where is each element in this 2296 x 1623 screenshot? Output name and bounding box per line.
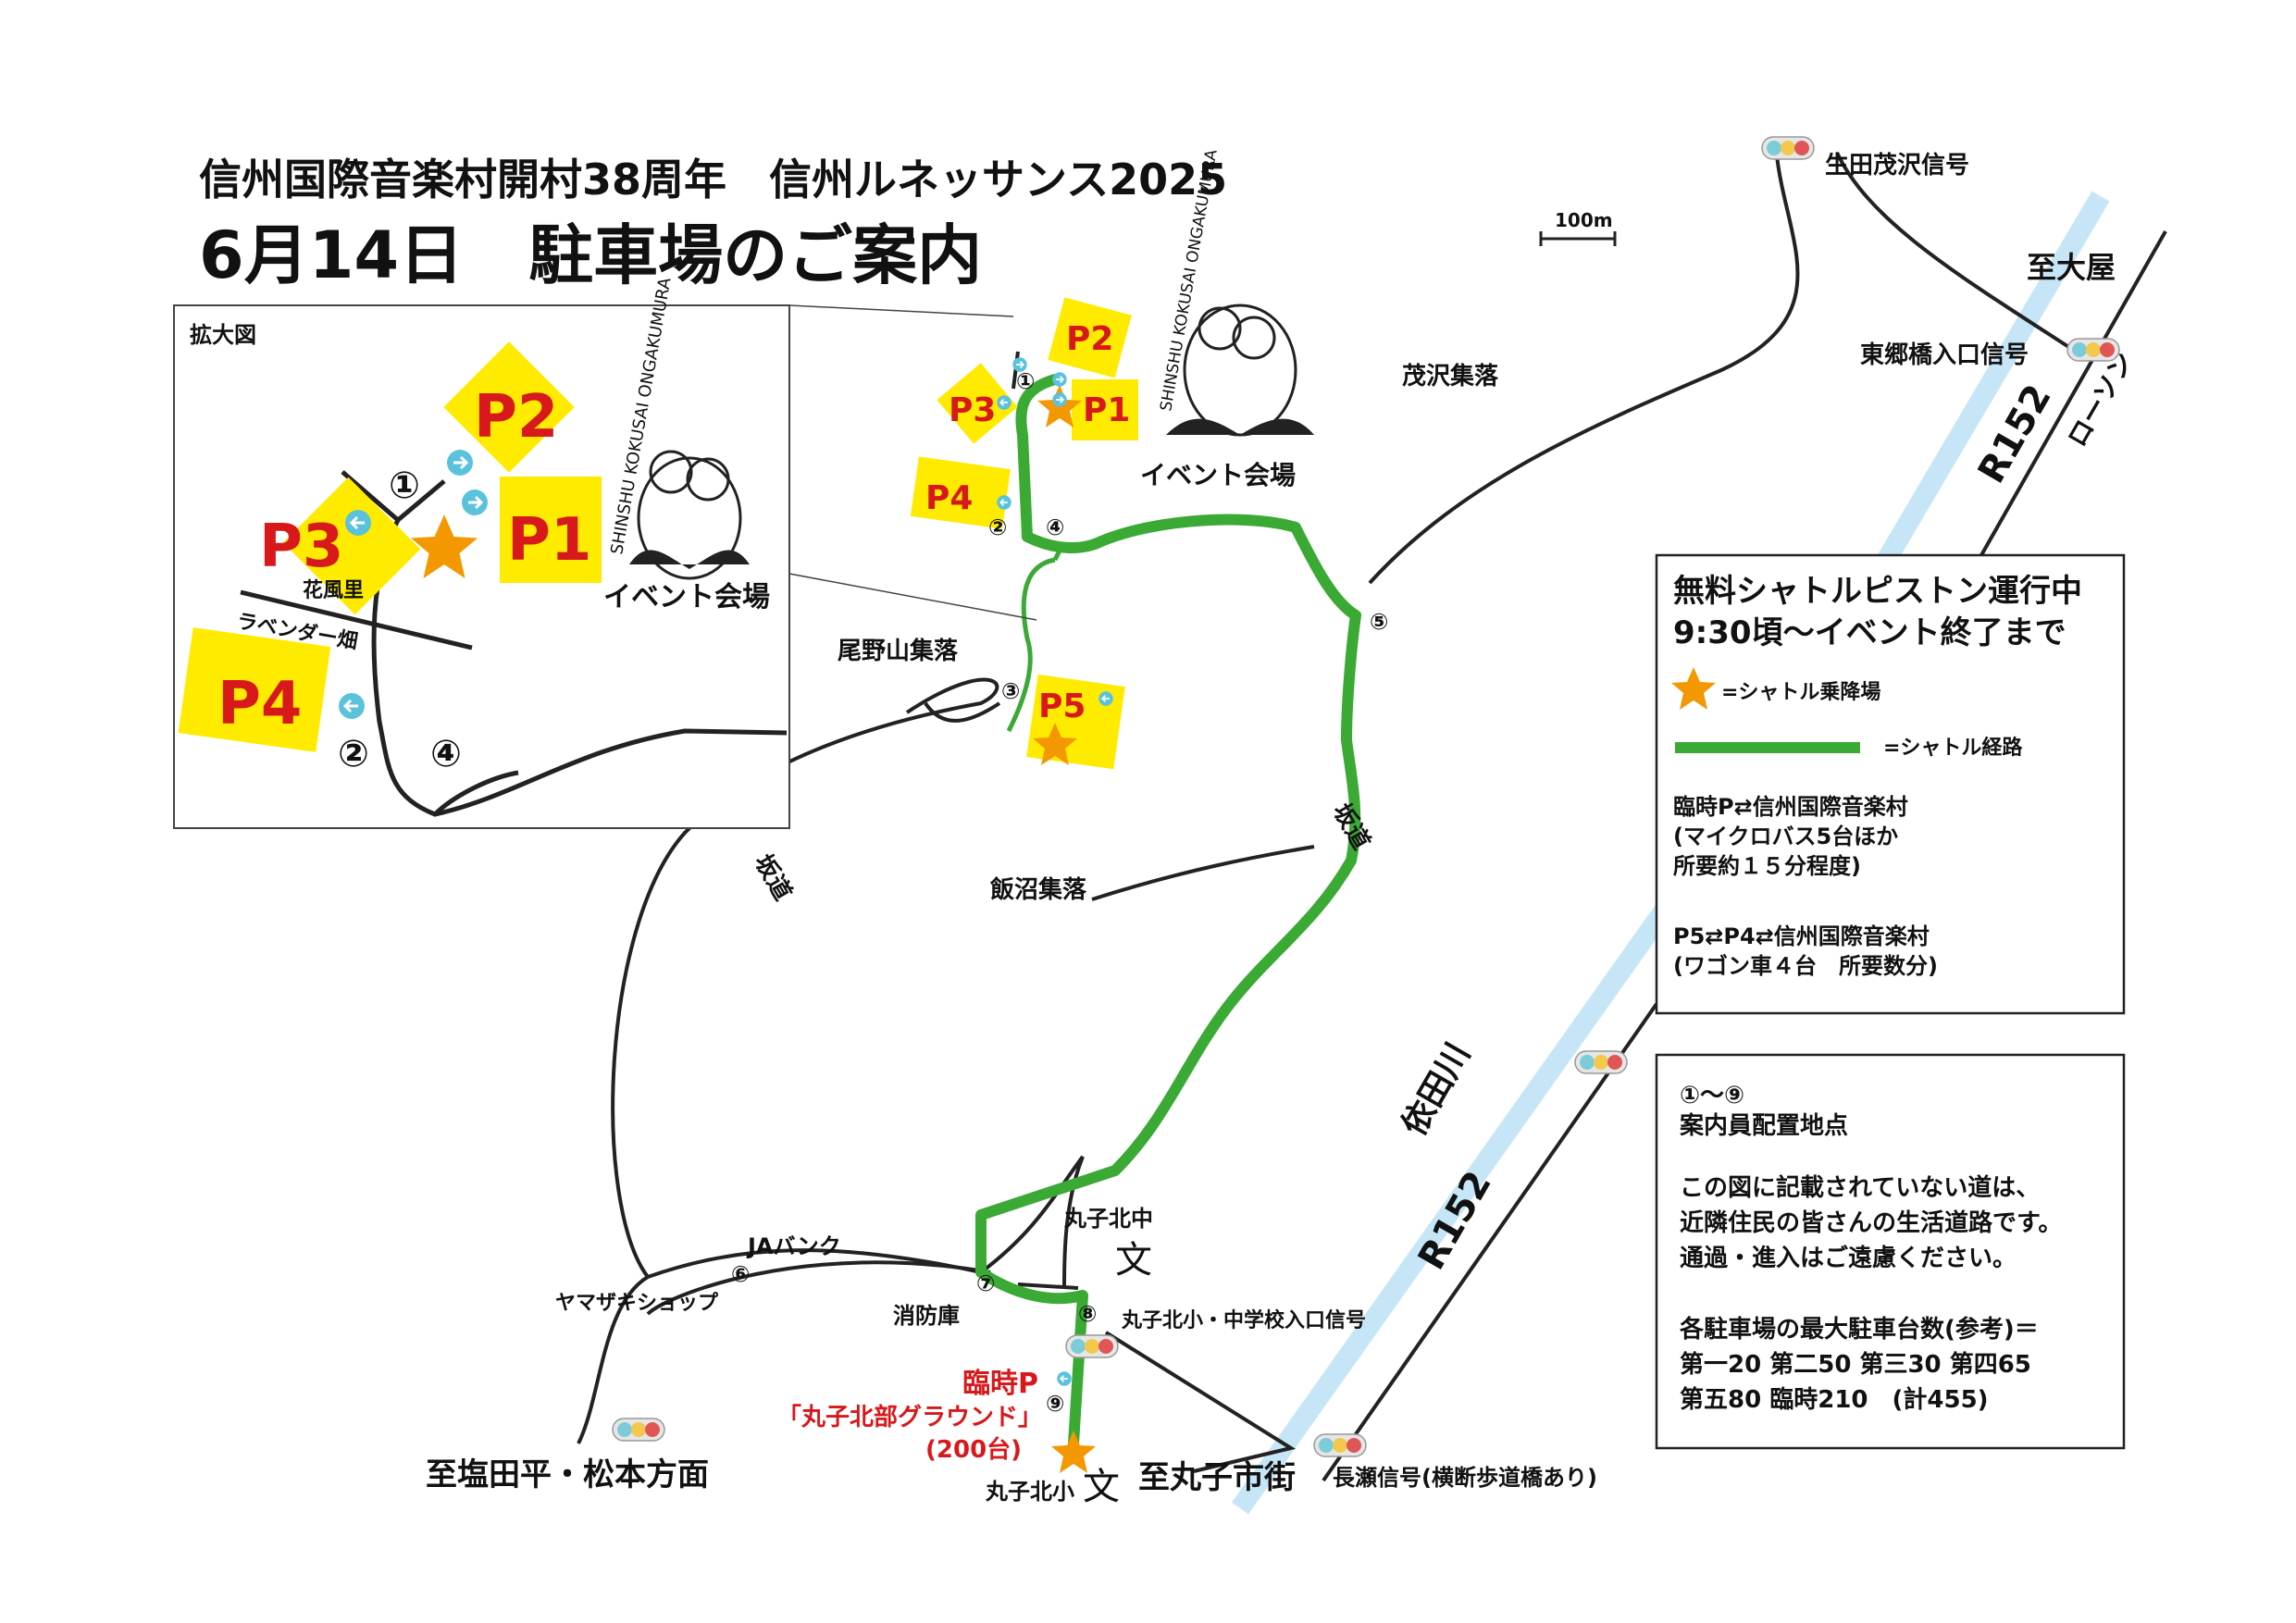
label-nagase: 長瀬信号(横断歩道橋あり) bbox=[1333, 1465, 1597, 1491]
label-to-maruko: 至丸子市街 bbox=[1138, 1459, 1296, 1496]
inset-arrow-p1 bbox=[460, 488, 490, 517]
inset-arrow-p3 bbox=[343, 508, 373, 538]
notes-line-2: 案内員配置地点 bbox=[1679, 1111, 1848, 1140]
notes-line-1: ①〜⑨ bbox=[1680, 1082, 1744, 1109]
scale-bar bbox=[1539, 231, 1617, 246]
legend-line-3: 所要約１５分程度) bbox=[1673, 853, 1861, 879]
cp3: ③ bbox=[1001, 678, 1020, 704]
cp7: ⑦ bbox=[976, 1270, 995, 1296]
signal-nagase-icon bbox=[1313, 1433, 1367, 1457]
legend-route-label: =シャトル経路 bbox=[1883, 736, 2023, 760]
inset-roads bbox=[240, 470, 788, 817]
signal-ikutamozawa-icon bbox=[1761, 136, 1815, 160]
inset-venue-label: イベント会場 bbox=[603, 581, 770, 613]
label-capacity: (200台) bbox=[925, 1435, 1022, 1464]
main-p1: P1 bbox=[1083, 391, 1130, 429]
inset-flower-1: 花風里 bbox=[303, 578, 364, 602]
inset-cp1: ① bbox=[389, 465, 420, 507]
shuttle-route bbox=[975, 374, 1361, 1449]
notes-line-8: 第五80 臨時210 (計455) bbox=[1680, 1385, 1989, 1414]
signal-river-icon bbox=[1574, 1050, 1628, 1074]
cp6: ⑥ bbox=[731, 1261, 750, 1287]
label-maruko-kita-jhs: 丸子北中 bbox=[1063, 1206, 1153, 1232]
inset-p4: P4 bbox=[217, 670, 302, 738]
inset-p2: P2 bbox=[474, 383, 558, 452]
legend-line-1: 臨時P⇄信州国際音楽村 bbox=[1673, 794, 1908, 820]
inset-cp2: ② bbox=[338, 733, 369, 775]
notes-line-6: 各駐車場の最大駐車台数(参考)＝ bbox=[1679, 1315, 2039, 1344]
inset-p1: P1 bbox=[507, 506, 591, 575]
inset-arrow-p4 bbox=[337, 691, 366, 721]
cp9: ⑨ bbox=[1046, 1391, 1064, 1417]
label-lawson: ローソン bbox=[2061, 347, 2140, 452]
shuttle-route-p5 bbox=[1006, 549, 1062, 733]
inset-parking: P2 P1 P3 P4 bbox=[178, 341, 602, 752]
cp1: ① bbox=[1016, 368, 1035, 394]
label-slope-right: 坂道 bbox=[1327, 799, 1376, 855]
label-maruko-kita-es: 丸子北小 bbox=[985, 1479, 1074, 1505]
notes-line-4: 近隣住民の皆さんの生活道路です。 bbox=[1680, 1208, 2062, 1237]
legend-star-label: =シャトル乗降場 bbox=[1721, 681, 1880, 704]
legend-title-1: 無料シャトルピストン運行中 bbox=[1673, 573, 2082, 610]
label-onoyama: 尾野山集落 bbox=[838, 637, 959, 665]
label-school-signal: 丸子北小・中学校入口信号 bbox=[1121, 1308, 1366, 1332]
label-ground: 「丸子北部グラウンド」 bbox=[777, 1403, 1042, 1431]
cp4: ④ bbox=[1046, 514, 1064, 540]
school-mark-jhs: 文 bbox=[1115, 1239, 1152, 1282]
main-p2: P2 bbox=[1066, 320, 1113, 358]
label-slope-left: 坂道 bbox=[749, 849, 798, 906]
legend-title-2: 9:30頃〜イベント終了まで bbox=[1673, 614, 2066, 651]
legend-route-swatch bbox=[1675, 742, 1860, 753]
main-p5: P5 bbox=[1038, 688, 1086, 725]
label-r152-lower: R152 bbox=[1410, 1164, 1500, 1277]
signal-shiodadaira-icon bbox=[612, 1418, 665, 1442]
title-line1: 信州国際音楽村開村38周年 信州ルネッサンス2025 bbox=[199, 155, 1227, 204]
signal-school-icon bbox=[1065, 1334, 1119, 1358]
cp5: ⑤ bbox=[1370, 609, 1388, 635]
label-iinuma: 飯沼集落 bbox=[990, 875, 1087, 904]
notes-line-7: 第一20 第二50 第三30 第四65 bbox=[1680, 1350, 2031, 1379]
label-ikutamozawa: 生田茂沢信号 bbox=[1825, 152, 1969, 180]
legend-shuttle-box bbox=[1655, 553, 2126, 1015]
road-r152-lower bbox=[1322, 1002, 1658, 1482]
school-mark-es: 文 bbox=[1083, 1466, 1120, 1508]
inset-arrow-p2 bbox=[445, 448, 475, 477]
legend-line-5: (ワゴン車４台 所要数分) bbox=[1673, 953, 1938, 979]
label-ja-bank: JAバンク bbox=[746, 1233, 841, 1259]
legend-line-4: P5⇄P4⇄信州国際音楽村 bbox=[1673, 923, 1930, 949]
main-p4: P4 bbox=[925, 479, 973, 517]
legend-line-2: (マイクロバス5台ほか bbox=[1673, 824, 1898, 849]
title-line2: 6月14日 駐車場のご案内 bbox=[199, 217, 982, 293]
label-temp-p: 臨時P bbox=[962, 1368, 1038, 1400]
main-checkpoints: ① ② ③ ④ ⑤ ⑥ ⑦ ⑧ ⑨ bbox=[731, 368, 1388, 1417]
label-river: 依田川 bbox=[1395, 1036, 1478, 1142]
scale-label: 100m bbox=[1555, 209, 1613, 231]
inset-connector-bottom bbox=[788, 573, 1037, 621]
main-p3: P3 bbox=[949, 391, 996, 429]
label-togobashi: 東郷橋入口信号 bbox=[1860, 341, 2029, 369]
main-venue-label: イベント会場 bbox=[1140, 460, 1296, 490]
label-to-oya: 至大屋 bbox=[2027, 250, 2116, 285]
label-yamazaki: ヤマザキショップ bbox=[555, 1292, 719, 1315]
notes-line-5: 通過・進入はご遠慮ください。 bbox=[1680, 1244, 2017, 1272]
cp8: ⑧ bbox=[1078, 1301, 1097, 1327]
inset-p3: P3 bbox=[259, 513, 343, 581]
label-to-shiodadaira: 至塩田平・松本方面 bbox=[426, 1456, 709, 1493]
inset-cp4: ④ bbox=[430, 733, 462, 775]
inset-label: 拡大図 bbox=[190, 322, 256, 348]
legend-notes-box bbox=[1655, 1053, 2126, 1450]
label-fire-station: 消防庫 bbox=[893, 1303, 960, 1329]
inset-connector-top bbox=[788, 304, 1014, 317]
label-mozawa: 茂沢集落 bbox=[1402, 362, 1499, 390]
cp2: ② bbox=[988, 514, 1007, 540]
notes-line-3: この図に記載されていない道は、 bbox=[1680, 1173, 2040, 1202]
